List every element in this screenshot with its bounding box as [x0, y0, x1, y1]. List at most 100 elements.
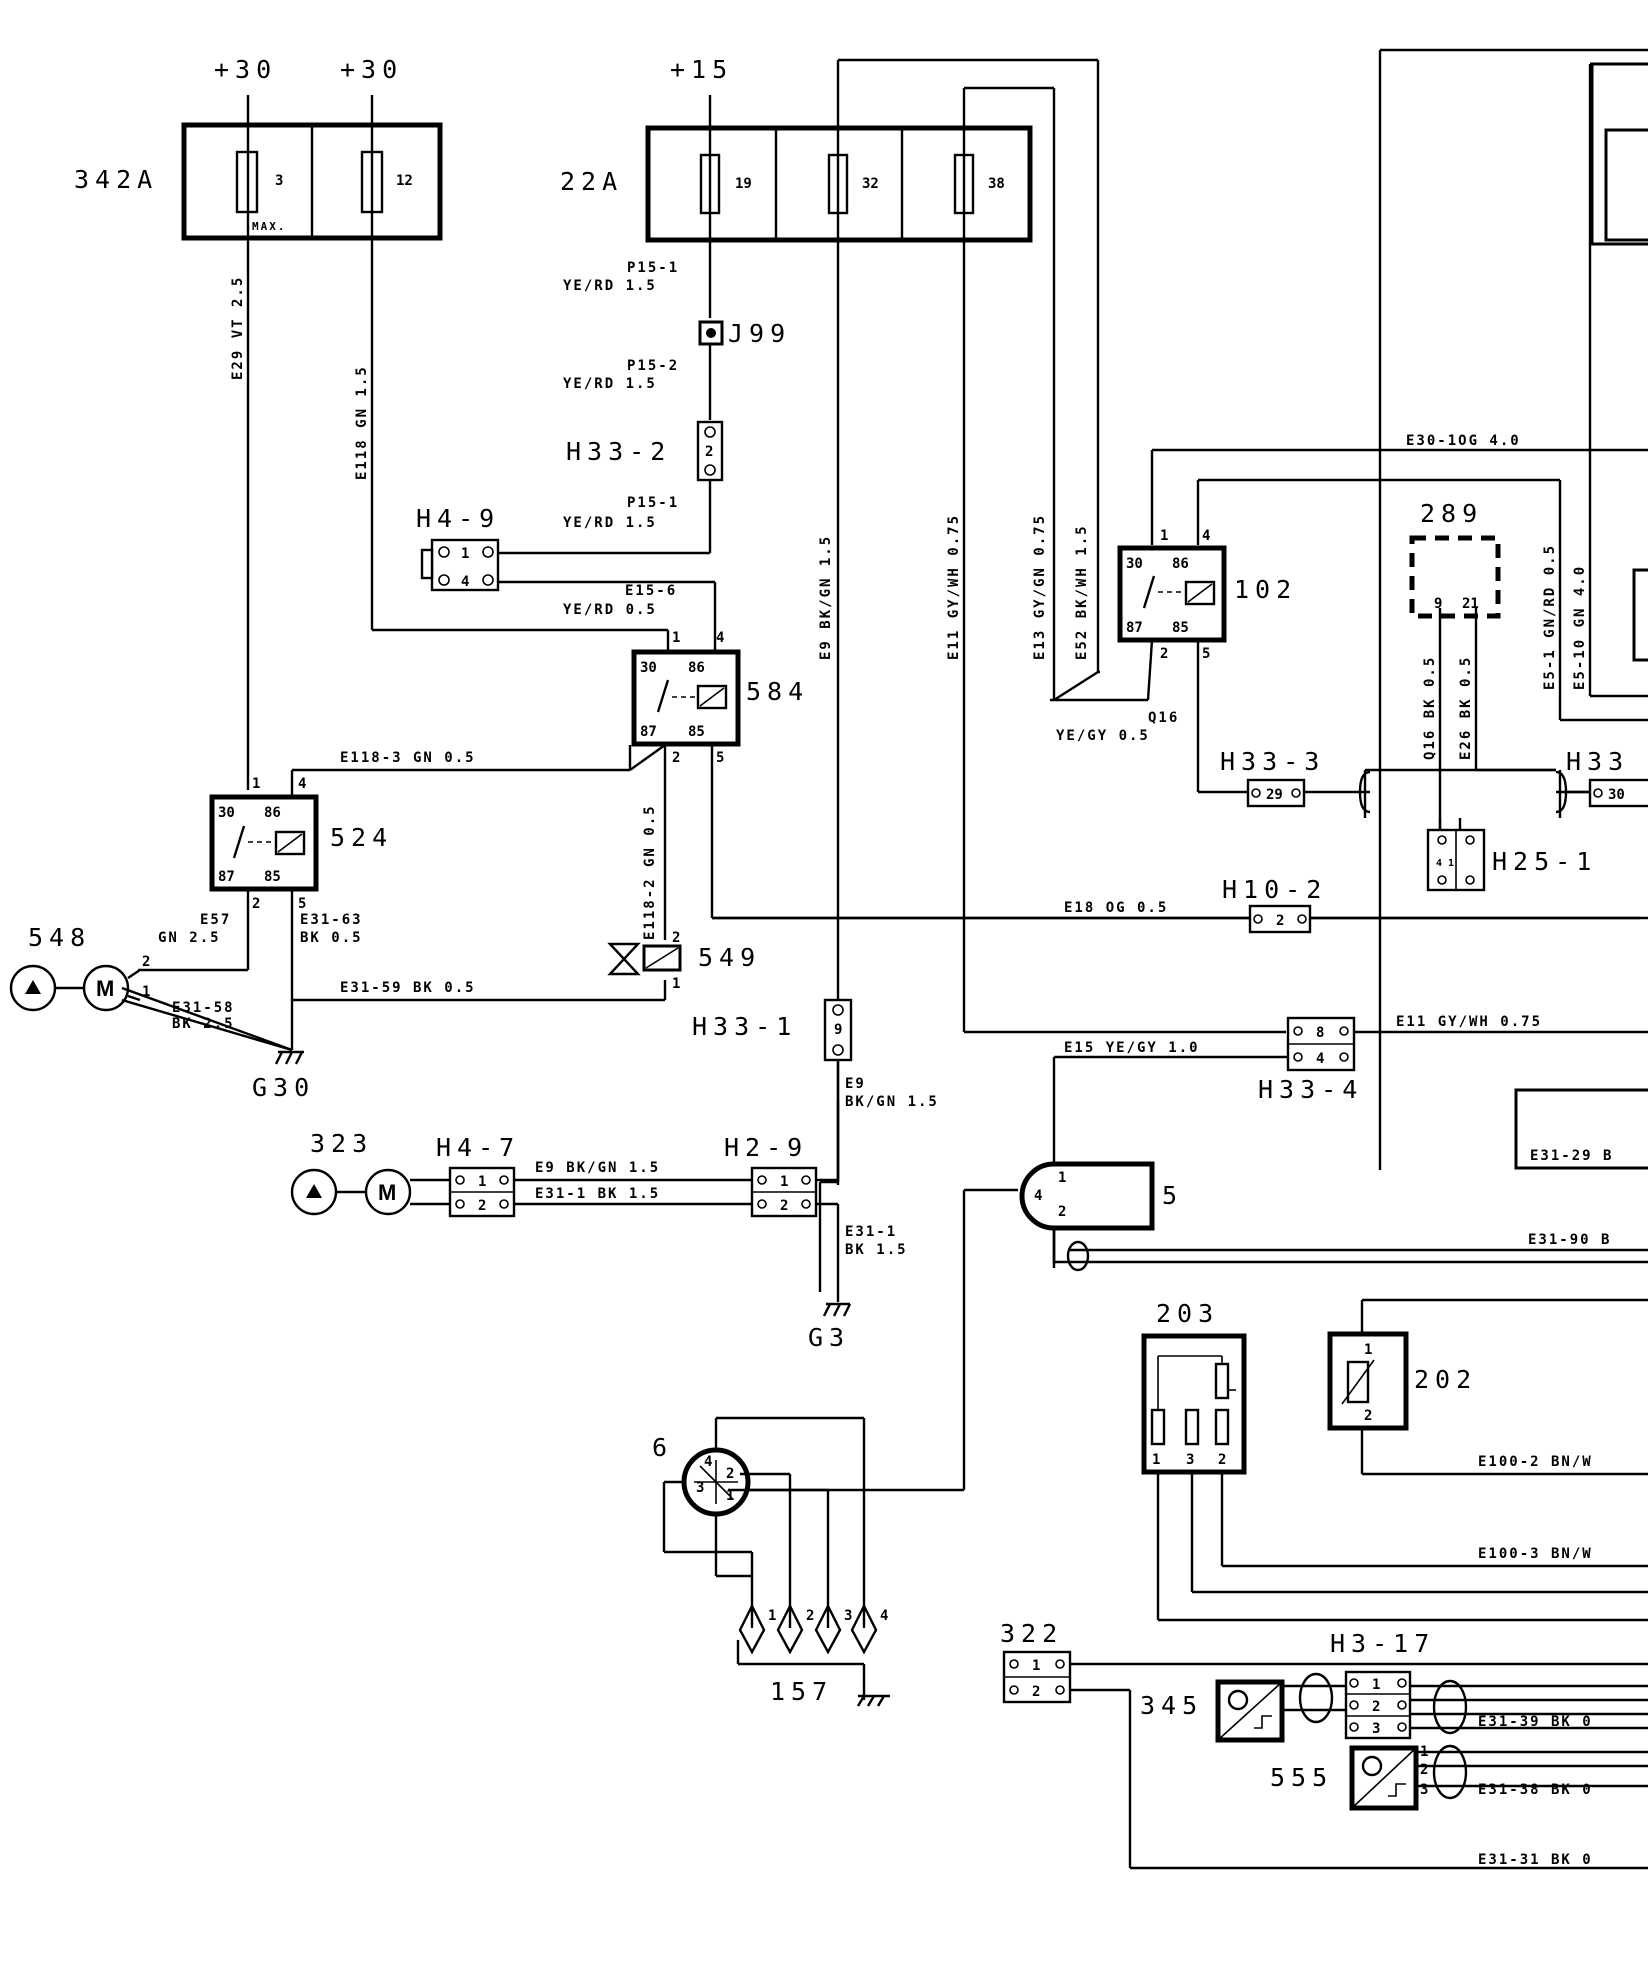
svg-text:1: 1 — [1420, 1744, 1428, 1760]
svg-text:86: 86 — [264, 805, 281, 821]
svg-text:3: 3 — [1372, 1721, 1380, 1737]
wire-label: P15-1 — [627, 260, 679, 276]
component-label: H33-4 — [1258, 1075, 1363, 1104]
partial-module-lower — [1514, 1088, 1648, 1170]
sensor-555: 1 2 3 — [1349, 1744, 1428, 1811]
wire-label: E31-38 BK 0 — [1478, 1782, 1593, 1798]
component-label: H4-7 — [436, 1133, 520, 1162]
svg-text:85: 85 — [1172, 620, 1189, 636]
wire-label: E31-1 — [845, 1224, 897, 1240]
component-label: H10-2 — [1222, 875, 1327, 904]
wire-label: E31-63 — [300, 912, 363, 928]
component-label: 203 — [1156, 1299, 1219, 1328]
wire-label: E5-10 GN 4.0 — [1572, 565, 1588, 690]
component-label: 555 — [1270, 1763, 1333, 1792]
svg-text:85: 85 — [264, 869, 281, 885]
wire-label: E29 VT 2.5 — [230, 276, 246, 380]
wire-label: BK 0.5 — [300, 930, 363, 946]
component-label: H3-17 — [1330, 1629, 1435, 1658]
svg-text:2: 2 — [1364, 1408, 1372, 1424]
svg-text:1: 1 — [1058, 1170, 1066, 1186]
supply-label: +15 — [670, 55, 733, 84]
component-label: H33-1 — [692, 1012, 797, 1041]
svg-text:2: 2 — [1160, 646, 1168, 662]
svg-text:1: 1 — [768, 1608, 776, 1624]
wire-label: YE/RD 1.5 — [563, 515, 657, 531]
wire-label: YE/RD 1.5 — [563, 278, 657, 294]
svg-text:1: 1 — [1372, 1677, 1380, 1693]
component-label: 6 — [652, 1433, 673, 1462]
wire-label: Q16 — [1148, 710, 1179, 726]
svg-text:4: 4 — [1316, 1051, 1324, 1067]
svg-text:86: 86 — [688, 660, 705, 676]
svg-text:5: 5 — [1202, 646, 1210, 662]
wire-label: GN 2.5 — [158, 930, 221, 946]
svg-text:3: 3 — [844, 1608, 852, 1624]
svg-text:87: 87 — [1126, 620, 1143, 636]
svg-text:4: 4 — [880, 1608, 888, 1624]
component-label: 524 — [330, 823, 393, 852]
pin-number: 9 — [1434, 596, 1442, 612]
bracket — [1358, 770, 1371, 814]
connector-h2-9: 1 2 — [750, 1166, 818, 1218]
wire-label: E11 GY/WH 0.75 — [946, 514, 962, 660]
svg-text:4: 4 — [704, 1454, 712, 1470]
connector-h33-2: 2 — [696, 420, 724, 482]
svg-text:30: 30 — [640, 660, 657, 676]
wire-label: E118 GN 1.5 — [354, 365, 370, 480]
wire-network — [1052, 1228, 1648, 1272]
component-label: 289 — [1420, 499, 1483, 528]
svg-text:2: 2 — [478, 1198, 486, 1214]
component-label: 323 — [310, 1129, 373, 1158]
wire-label: E31-59 BK 0.5 — [340, 980, 476, 996]
wire-network — [662, 1188, 1018, 1700]
fuse-number: 12 — [396, 173, 413, 189]
wire-label: E52 BK/WH 1.5 — [1074, 524, 1090, 660]
bracket — [1555, 770, 1568, 814]
svg-text:2: 2 — [806, 1608, 814, 1624]
svg-text:2: 2 — [142, 954, 150, 970]
wire-label: E15 YE/GY 1.0 — [1064, 1040, 1200, 1056]
svg-text:1: 1 — [726, 1488, 734, 1504]
component-label: H33 — [1566, 747, 1629, 776]
wire-label: P15-2 — [627, 358, 679, 374]
wire-label: E31-58 — [172, 1000, 235, 1016]
connector-h33-4: 8 4 — [1286, 1016, 1356, 1072]
component-label: H33-3 — [1220, 747, 1325, 776]
wire-label: E5-1 GN/RD 0.5 — [1542, 544, 1558, 690]
svg-text:3: 3 — [1186, 1452, 1194, 1468]
ignition-coils-157: 1 2 3 4 — [738, 1603, 890, 1707]
component-label: 157 — [770, 1677, 833, 1706]
wire-label: E100-3 BN/W — [1478, 1546, 1593, 1562]
svg-text:4: 4 — [461, 574, 469, 590]
component-label: G3 — [808, 1323, 850, 1352]
component-label: G30 — [252, 1073, 315, 1102]
pump-motor-323: M — [290, 1168, 450, 1216]
connector-h25-1: 4 1 — [1426, 828, 1486, 892]
component-label: 22A — [560, 167, 623, 196]
svg-text:2: 2 — [705, 444, 713, 460]
module-289 — [1409, 535, 1501, 619]
wire-label: Q16 BK 0.5 — [1422, 656, 1438, 760]
svg-text:2: 2 — [780, 1198, 788, 1214]
fuse-number: 3 — [275, 173, 283, 189]
svg-text:2: 2 — [1372, 1699, 1380, 1715]
svg-text:1: 1 — [461, 546, 469, 562]
wire-label: E30-1OG 4.0 — [1406, 433, 1521, 449]
connector-h33: 30 — [1588, 778, 1648, 808]
svg-text:4: 4 — [716, 630, 724, 646]
connector-322: 1 2 — [1002, 1650, 1072, 1704]
svg-text:2: 2 — [672, 930, 680, 946]
svg-text:30: 30 — [218, 805, 235, 821]
sensor-345 — [1215, 1679, 1285, 1743]
svg-text:1: 1 — [780, 1174, 788, 1190]
relay-584: 30 86 87 85 1 4 2 5 — [631, 630, 741, 766]
wire-label: YE/RD 0.5 — [563, 602, 657, 618]
wire-label: E9 — [845, 1076, 866, 1092]
svg-text:3: 3 — [696, 1480, 704, 1496]
component-label: 549 — [698, 943, 761, 972]
wire-label: E9 BK/GN 1.5 — [818, 535, 834, 660]
component-label: 5 — [1162, 1181, 1183, 1210]
relay-102: 30 86 87 85 1 4 2 5 — [1117, 528, 1227, 662]
